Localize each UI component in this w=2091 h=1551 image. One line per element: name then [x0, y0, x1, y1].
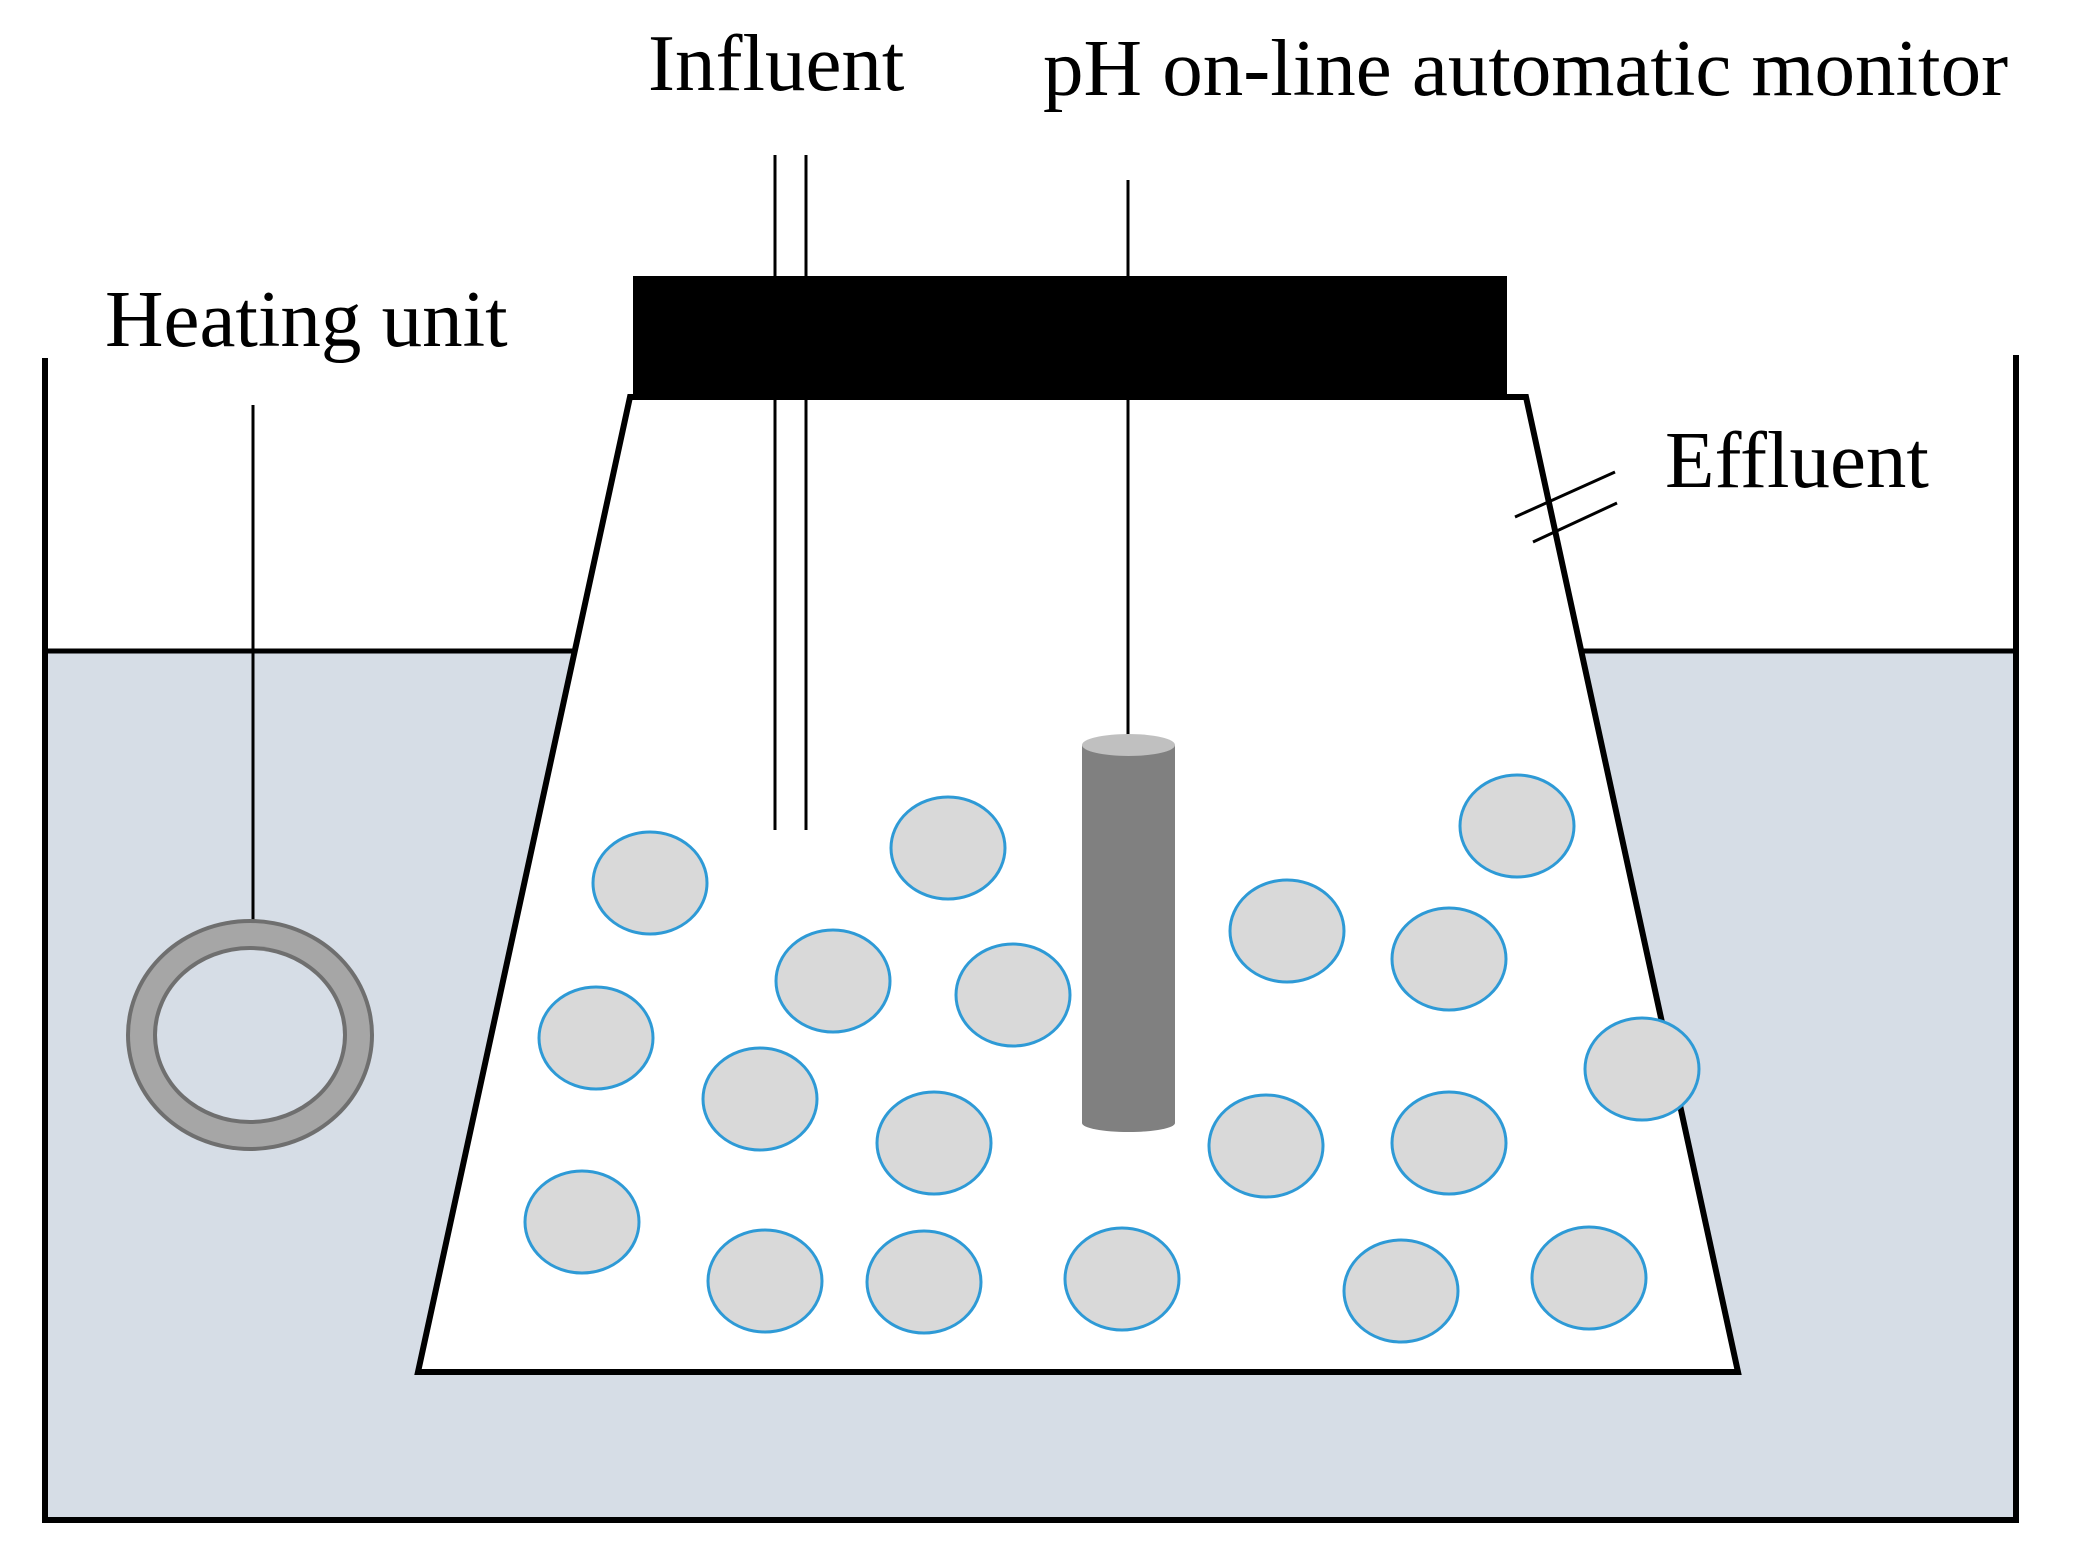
influent-tube — [773, 155, 808, 830]
heating-unit-label: Heating unit — [105, 274, 508, 364]
water-bath-walls — [42, 355, 2019, 1523]
granule — [1390, 1090, 1508, 1196]
granule — [1583, 1016, 1701, 1122]
granule — [1458, 773, 1576, 879]
granule — [523, 1169, 641, 1275]
granule — [591, 830, 709, 936]
granule — [1207, 1093, 1325, 1199]
granule — [954, 942, 1072, 1048]
granule — [875, 1090, 993, 1196]
effluent-label: Effluent — [1665, 415, 1929, 505]
reactor-lid — [633, 276, 1507, 397]
granule — [1390, 906, 1508, 1012]
granule — [701, 1046, 819, 1152]
ph-probe-top — [1082, 734, 1175, 756]
granule — [706, 1228, 824, 1334]
heating-ring-icon — [126, 919, 374, 1151]
granule — [774, 928, 892, 1034]
granule — [1530, 1225, 1648, 1331]
granule — [1228, 878, 1346, 984]
granule — [889, 795, 1007, 901]
granule — [1063, 1226, 1181, 1332]
effluent-outlet-marks — [1514, 470, 1618, 544]
granule — [537, 985, 655, 1091]
sludge-granules — [523, 773, 1701, 1344]
granule — [1342, 1238, 1460, 1344]
granule — [865, 1229, 983, 1335]
influent-label: Influent — [648, 18, 905, 108]
ph-monitor-label: pH on-line automatic monitor — [1043, 23, 2008, 113]
ph-probe — [1082, 734, 1175, 1132]
